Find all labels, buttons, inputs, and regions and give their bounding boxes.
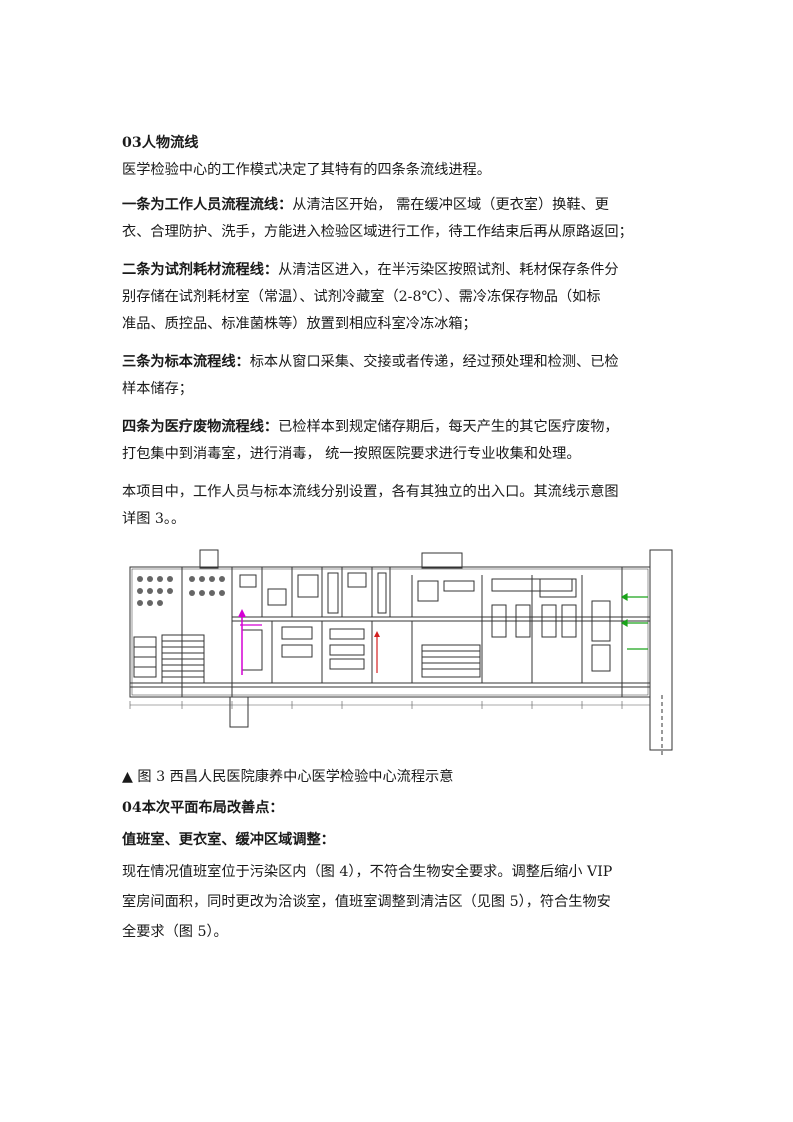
- summary-line: 本项目中，工作人员与标本流线分别设置，各有其独立的出入口。其流线示意图: [122, 484, 619, 500]
- flow-text: 别存储在试剂耗材室（常温）、试剂冷藏室（2-8℃）、需冷冻保存物品（如标: [122, 289, 601, 305]
- floor-plan-drawing: [129, 549, 673, 755]
- flow-text: 已检样本到规定储存期后，每天产生的其它医疗废物，: [278, 419, 619, 435]
- paragraph-line: 现在情况值班室位于污染区内（图 4），不符合生物安全要求。调整后缩小 VIP: [122, 864, 613, 880]
- flow-text: 标本从窗口采集、交接或者传递，经过预处理和检测、已检: [249, 354, 619, 370]
- right-stair-core: [649, 549, 673, 751]
- meeting-chairs: [137, 576, 225, 606]
- section-03-intro: 医学检验中心的工作模式决定了其特有的四条条流线进程。: [122, 162, 491, 178]
- flow-paragraph-staff: 一条为工作人员流程流线：从清洁区开始， 需在缓冲区域（更衣室）换鞋、更 衣、合理…: [122, 192, 678, 246]
- section-04-paragraph: 现在情况值班室位于污染区内（图 4），不符合生物安全要求。调整后缩小 VIP 室…: [122, 857, 678, 947]
- flow-paragraph-specimen: 三条为标本流程线：标本从窗口采集、交接或者传递，经过预处理和检测、已检 样本储存…: [122, 349, 678, 403]
- paragraph-line: 全要求（图 5）。: [122, 924, 228, 940]
- flow-label: 二条为试剂耗材流程线：: [122, 262, 279, 278]
- paragraph-line: 室房间面积，同时更改为洽谈室，值班室调整到清洁区（见图 5），符合生物安: [122, 894, 611, 910]
- flow-paragraph-waste: 四条为医疗废物流程线：已检样本到规定储存期后，每天产生的其它医疗废物， 打包集中…: [122, 414, 678, 468]
- flow-text: 样本储存；: [122, 381, 193, 397]
- staff-flow-arrow: [238, 609, 262, 675]
- flow-text: 衣、合理防护、洗手，方能进入检验区域进行工作，待工作结束后再从原路返回；: [122, 224, 633, 240]
- flow-label: 三条为标本流程线：: [122, 354, 250, 370]
- flow-text: 从清洁区进入，在半污染区按照试剂、耗材保存条件分: [278, 262, 619, 278]
- flow-paragraph-reagents: 二条为试剂耗材流程线：从清洁区进入，在半污染区按照试剂、耗材保存条件分 别存储在…: [122, 257, 678, 338]
- dimension-ticks: [129, 701, 650, 709]
- section-04-subheading: 值班室、更衣室、缓冲区域调整：: [122, 832, 335, 848]
- flow-text: 从清洁区开始， 需在缓冲区域（更衣室）换鞋、更: [292, 197, 609, 213]
- summary-paragraph: 本项目中，工作人员与标本流线分别设置，各有其独立的出入口。其流线示意图 详图 3…: [122, 479, 678, 533]
- section-03-heading: 03人物流线: [122, 135, 199, 151]
- specimen-flow-arrow: [374, 631, 380, 673]
- floor-plan-figure: [122, 545, 682, 760]
- flow-text: 准品、质控品、标准菌株等）放置到相应科室冷冻冰箱；: [122, 316, 477, 332]
- section-04-heading: 04本次平面布局改善点：: [122, 800, 284, 816]
- figure-caption: ▲ 图 3 西昌人民医院康养中心医学检验中心流程示意: [122, 769, 454, 785]
- green-flow-arrows: [620, 592, 648, 650]
- summary-line: 详图 3。。: [122, 511, 186, 527]
- flow-label: 四条为医疗废物流程线：: [122, 419, 279, 435]
- flow-label: 一条为工作人员流程流线：: [122, 197, 293, 213]
- flow-text: 打包集中到消毒室，进行消毒， 统一按照医院要求进行专业收集和处理。: [122, 446, 581, 462]
